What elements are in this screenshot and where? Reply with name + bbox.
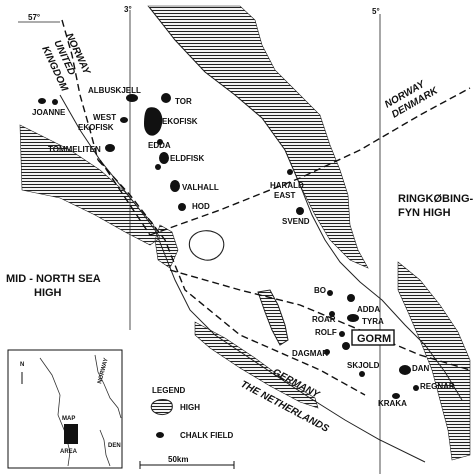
valhall-field bbox=[170, 180, 180, 192]
boundary-norway-uk bbox=[61, 19, 99, 161]
hod-label: HOD bbox=[192, 202, 210, 211]
harald-label: HARALD bbox=[270, 181, 304, 190]
boundary-west bbox=[99, 159, 151, 236]
joanne-field bbox=[38, 98, 46, 104]
legend-high-label: HIGH bbox=[180, 403, 200, 412]
lat-57-label: 57° bbox=[28, 13, 40, 22]
tyra-field bbox=[347, 314, 359, 322]
bo-label: BO bbox=[314, 286, 326, 295]
legend-chalk-label: CHALK FIELD bbox=[180, 431, 234, 440]
edda-label: EDDA bbox=[148, 141, 171, 150]
scale-bar: 50km bbox=[139, 455, 235, 469]
regnar-field bbox=[413, 385, 419, 391]
albuskjell-label: ALBUSKJELL bbox=[88, 86, 141, 95]
scale-label: 50km bbox=[168, 455, 188, 464]
inset-n-label: N bbox=[20, 362, 24, 368]
albuskjell-field bbox=[126, 94, 138, 102]
hod-field bbox=[178, 203, 186, 211]
adda-field bbox=[347, 294, 355, 302]
gorm-field bbox=[342, 342, 350, 350]
dan-field bbox=[399, 365, 411, 375]
high-north-east bbox=[147, 5, 369, 269]
tor-label: TOR bbox=[175, 97, 192, 106]
dagmar-label: DAGMAR bbox=[292, 349, 328, 358]
skjold-field bbox=[359, 371, 365, 377]
rolf-field bbox=[339, 331, 345, 337]
lon-3-label: 3° bbox=[124, 5, 132, 14]
ekofisk-field bbox=[144, 107, 163, 136]
harald-east-label: EAST bbox=[274, 191, 295, 200]
tyra-label: TYRA bbox=[362, 317, 384, 326]
joanne-label: JOANNE bbox=[32, 108, 66, 117]
eldfisk-label: ELDFISK bbox=[170, 154, 204, 163]
boundary-uk-holland bbox=[97, 159, 366, 396]
mid-north-sea-label: MID - NORTH SEA bbox=[6, 273, 101, 285]
west-ekofisk-field bbox=[120, 117, 128, 123]
bo-field bbox=[327, 290, 333, 296]
mid-north-sea-high-label: HIGH bbox=[34, 287, 62, 299]
regnar-label: REGNAR bbox=[420, 382, 455, 391]
tommeliten-label: TOMMELITEN bbox=[48, 145, 101, 154]
roar-field bbox=[329, 311, 335, 317]
inset-map-area bbox=[64, 424, 78, 444]
eldfisk-field-2 bbox=[155, 164, 161, 170]
boundary-germany-netherlands bbox=[169, 269, 471, 371]
dan-label: DAN bbox=[412, 364, 430, 373]
ekofisk-west-label: EKOFISK bbox=[78, 123, 114, 132]
high-east-band bbox=[397, 261, 471, 461]
chalk-fields bbox=[38, 93, 419, 399]
lon-5-label: 5° bbox=[372, 7, 380, 16]
dagmar-field bbox=[324, 349, 330, 355]
boundary-norway-denmark bbox=[149, 87, 471, 236]
inset-coast-west bbox=[39, 357, 71, 467]
high-west-arm bbox=[19, 124, 161, 246]
skjold-label: SKJOLD bbox=[347, 361, 380, 370]
svend-label: SVEND bbox=[282, 217, 310, 226]
inset-den-label: DEN bbox=[108, 443, 121, 449]
eldfisk-field bbox=[159, 152, 169, 164]
inner-high-elongate bbox=[257, 289, 289, 346]
inner-high-oval bbox=[188, 230, 225, 261]
valhall-label: VALHALL bbox=[182, 183, 219, 192]
adda-label: ADDA bbox=[357, 305, 380, 314]
ekofisk-label: EKOFISK bbox=[162, 117, 198, 126]
inset-map-label: MAP bbox=[62, 416, 75, 422]
inset-coast-den bbox=[99, 429, 111, 467]
high-south-strip bbox=[194, 321, 319, 409]
edda-field bbox=[157, 139, 163, 145]
inset-frame bbox=[7, 349, 123, 469]
legend-title: LEGEND bbox=[152, 386, 186, 395]
gorm-box bbox=[351, 329, 395, 346]
fyn-high-label: FYN HIGH bbox=[398, 207, 451, 219]
kraka-field bbox=[392, 393, 400, 399]
inset-area-label: AREA bbox=[60, 449, 78, 455]
tommeliten-field bbox=[105, 144, 115, 152]
inset-map: N NORWAY MAP AREA DEN bbox=[7, 349, 123, 469]
tor-field bbox=[161, 93, 171, 103]
west-label: WEST bbox=[93, 113, 116, 122]
inset-coast-norway bbox=[94, 354, 122, 419]
harald-field bbox=[287, 169, 293, 175]
rolf-label: ROLF bbox=[315, 328, 337, 337]
gorm-label: GORM bbox=[357, 333, 391, 345]
legend-chalk-swatch bbox=[156, 432, 164, 438]
joanne-field-2 bbox=[52, 99, 58, 105]
svend-field bbox=[296, 207, 304, 215]
legend-high-swatch bbox=[150, 399, 173, 415]
roar-label: ROAR bbox=[312, 315, 336, 324]
ringkobing-label: RINGKØBING- bbox=[398, 193, 474, 205]
legend: LEGEND HIGH CHALK FIELD bbox=[150, 386, 234, 440]
kraka-label: KRAKA bbox=[378, 399, 407, 408]
